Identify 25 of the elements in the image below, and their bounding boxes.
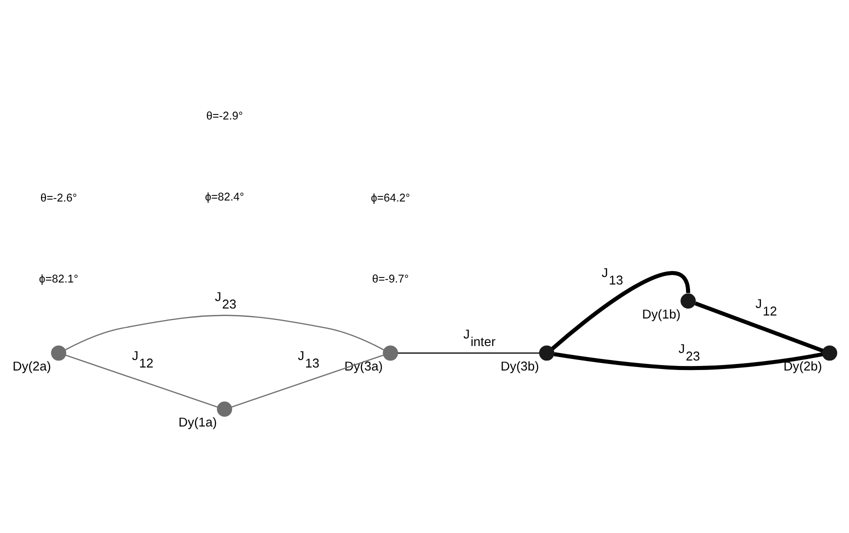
node-label: Dy(1a) (178, 414, 217, 430)
node-label: Dy(1b) (642, 306, 681, 322)
label: ϕ=82.1° (39, 273, 78, 286)
node-label: Dy(3a) (344, 358, 383, 374)
node-label: Dy(2b) (784, 358, 822, 374)
connector (694, 301, 824, 353)
node-circle (382, 345, 398, 361)
connector (551, 271, 690, 350)
label: θ=-9.7° (372, 273, 409, 286)
connector (554, 352, 823, 370)
connector (231, 354, 384, 408)
connector (398, 352, 540, 354)
node-circle (680, 293, 696, 309)
label: ϕ=82.4° (204, 192, 244, 204)
connector (66, 354, 218, 408)
label: θ=-2.9° (206, 110, 243, 123)
node-circle (539, 345, 554, 361)
connector (65, 314, 384, 350)
label: ϕ=64.2° (370, 192, 410, 204)
node-circle (216, 402, 232, 417)
node-label: Dy(2a) (12, 358, 52, 374)
label: θ=-2.6° (40, 192, 77, 204)
node-circle (51, 345, 66, 361)
node-circle (822, 345, 838, 361)
node-label: Dy(3b) (500, 358, 540, 374)
